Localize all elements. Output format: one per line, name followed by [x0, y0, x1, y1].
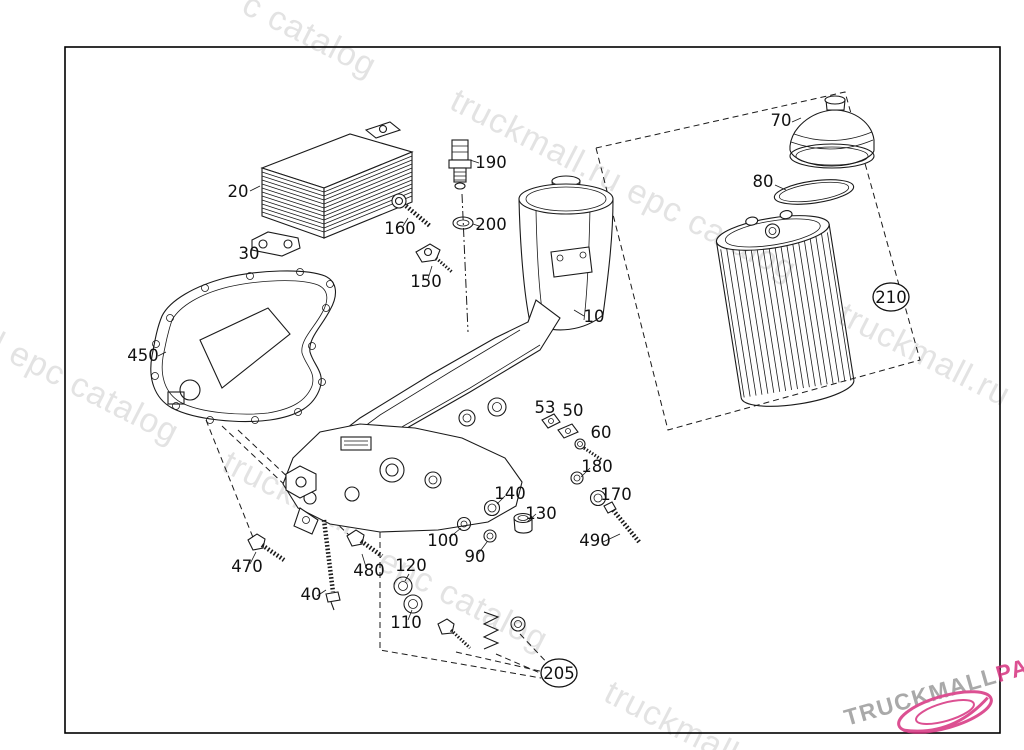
diagram-border [64, 46, 1001, 734]
oring-200-drawing [452, 216, 474, 230]
oil-cooler-drawing [260, 121, 414, 239]
brand-name-gray: TRUCKMALL [841, 662, 1000, 731]
ring-140-drawing [483, 499, 501, 517]
part-number: 140 [494, 484, 526, 503]
part-number: 90 [465, 547, 486, 566]
part-number: 110 [390, 613, 422, 632]
ring-180-drawing [570, 471, 584, 485]
washer-100-drawing [456, 516, 472, 532]
oring-170-drawing [589, 489, 607, 507]
part-label-50[interactable]: 50 [563, 401, 584, 420]
brand-name-pink: PARTS [993, 639, 1024, 687]
part-label-450[interactable]: 450 [127, 346, 159, 365]
part-number: 170 [600, 485, 632, 504]
part-number: 450 [127, 346, 159, 365]
part-number: 30 [239, 244, 260, 263]
bolt-60-drawing [574, 438, 603, 462]
part-number: 130 [525, 504, 557, 523]
part-number: 160 [384, 219, 416, 238]
stud-40-drawing [321, 519, 341, 611]
part-label-80[interactable]: 80 [753, 172, 774, 191]
watermark-text: truckmall.ru [832, 295, 1016, 414]
gasket-drawing [150, 268, 336, 424]
watermark-text: truckmall.ru [598, 673, 782, 750]
part-label-53[interactable]: 53 [535, 398, 556, 417]
part-number: 200 [475, 215, 507, 234]
clamp-53-drawing [541, 413, 561, 429]
filter-housing-drawing [518, 175, 614, 331]
part-label-180[interactable]: 180 [581, 457, 613, 476]
part-label-60[interactable]: 60 [591, 423, 612, 442]
part-number: 180 [581, 457, 613, 476]
bolt-470-drawing [247, 533, 286, 562]
part-label-10[interactable]: 10 [584, 307, 605, 326]
housing-body-drawing [282, 397, 523, 535]
part-label-110[interactable]: 110 [390, 613, 422, 632]
part-number: 470 [231, 557, 263, 576]
brand-logo-text: TRUCKMALLPARTS [841, 639, 1024, 731]
clamp-50-drawing [557, 423, 579, 439]
bolt-490-drawing [603, 501, 642, 545]
part-number: 120 [395, 556, 427, 575]
part-number: 100 [427, 531, 459, 550]
oring-120-drawing [393, 576, 413, 596]
part-number: 53 [535, 398, 556, 417]
ring-90-drawing [483, 529, 497, 543]
part-number: 50 [563, 401, 584, 420]
part-number: 40 [301, 585, 322, 604]
part-label-210[interactable]: 210 [872, 282, 910, 312]
clamp-150-drawing [415, 243, 454, 274]
oring-80-drawing [773, 179, 855, 205]
part-label-470[interactable]: 470 [231, 557, 263, 576]
part-label-20[interactable]: 20 [228, 182, 249, 201]
part-number: 150 [410, 272, 442, 291]
part-label-480[interactable]: 480 [353, 561, 385, 580]
part-number: 490 [579, 531, 611, 550]
brand-logo: TRUCKMALLPARTS [841, 639, 1024, 734]
part-label-90[interactable]: 90 [465, 547, 486, 566]
watermark-text: l epc catalog [0, 325, 185, 451]
part-label-120[interactable]: 120 [395, 556, 427, 575]
part-number: 480 [353, 561, 385, 580]
part-label-205[interactable]: 205 [540, 658, 578, 688]
part-label-170[interactable]: 170 [600, 485, 632, 504]
bracket-drawing [251, 231, 301, 257]
part-label-130[interactable]: 130 [525, 504, 557, 523]
part-number: 190 [475, 153, 507, 172]
part-labels-layer: 20 30 450 160 190 200 150 10 70 80 210 53 50 60 180 170… [127, 111, 910, 688]
part-label-140[interactable]: 140 [494, 484, 526, 503]
kit-205-drawing [437, 611, 526, 650]
ring-110-drawing [403, 594, 423, 614]
part-label-70[interactable]: 70 [771, 111, 792, 130]
part-label-100[interactable]: 100 [427, 531, 459, 550]
part-number: 205 [543, 664, 575, 683]
part-number: 70 [771, 111, 792, 130]
brand-swoosh-icon [897, 690, 993, 734]
part-number: 10 [584, 307, 605, 326]
part-number: 80 [753, 172, 774, 191]
part-label-190[interactable]: 190 [475, 153, 507, 172]
part-label-30[interactable]: 30 [239, 244, 260, 263]
leader-lines [157, 117, 802, 621]
part-number: 60 [591, 423, 612, 442]
part-label-200[interactable]: 200 [475, 215, 507, 234]
watermark-text: c catalog [236, 0, 383, 85]
callout-circle [540, 658, 578, 688]
part-label-150[interactable]: 150 [410, 272, 442, 291]
bolt-160-drawing [391, 193, 432, 228]
filter-element-drawing [715, 210, 855, 407]
filter-cap-drawing [789, 95, 875, 169]
part-label-40[interactable]: 40 [301, 585, 322, 604]
bolt-480-drawing [346, 529, 384, 558]
part-number: 20 [228, 182, 249, 201]
sensor-drawing [448, 139, 472, 190]
part-label-490[interactable]: 490 [579, 531, 611, 550]
callout-circle [872, 282, 910, 312]
part-number: 210 [875, 288, 907, 307]
part-label-160[interactable]: 160 [384, 219, 416, 238]
